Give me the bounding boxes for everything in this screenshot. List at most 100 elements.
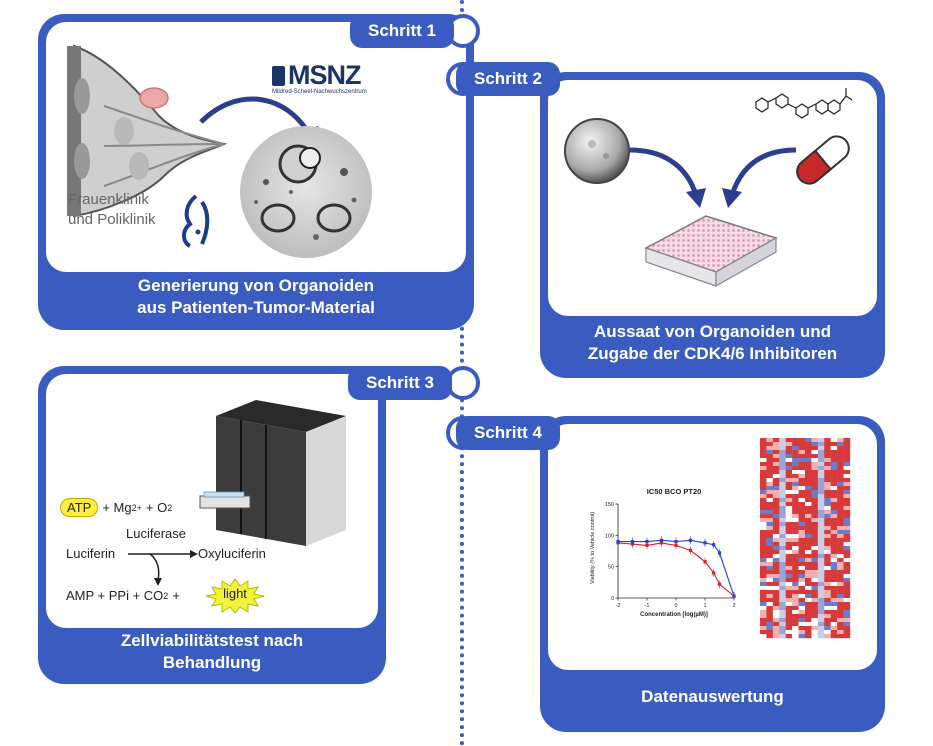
- heatmap-cell: [830, 610, 838, 615]
- heatmap-cell: [843, 594, 851, 599]
- heatmap-cell: [824, 542, 831, 547]
- heatmap-cell: [798, 594, 806, 599]
- chart-y-tick-label: 50: [608, 565, 614, 571]
- heatmap-cell: [779, 522, 786, 527]
- heatmap-cell: [843, 498, 851, 503]
- heatmap-cell: [843, 570, 851, 575]
- step2-caption-line1: Aussaat von Organoiden und: [593, 322, 832, 341]
- heatmap-cell: [766, 438, 774, 443]
- heatmap-cell: [760, 586, 767, 591]
- heatmap-cell: [811, 474, 819, 479]
- heatmap-cell: [779, 502, 786, 507]
- heatmap-cell: [772, 634, 780, 639]
- heatmap-cell: [766, 630, 774, 635]
- heatmap-cell: [792, 502, 799, 507]
- chart-x-axis-label: Concentration [log(µM)]: [640, 612, 708, 618]
- heatmap-cell: [772, 562, 780, 567]
- heatmap-cell: [824, 622, 831, 627]
- heatmap-cell: [785, 466, 793, 471]
- heatmap-cell: [805, 546, 812, 551]
- heatmap-cell: [843, 578, 851, 583]
- heatmap-cell: [805, 542, 812, 547]
- heatmap-cell: [837, 438, 844, 443]
- heatmap-cell: [811, 518, 819, 523]
- heatmap-cell: [792, 506, 799, 511]
- heatmap-cell: [824, 586, 831, 591]
- heatmap-cell: [772, 538, 780, 543]
- heatmap-cell: [837, 586, 844, 591]
- step2-panel: [548, 80, 877, 316]
- heatmap-cell: [830, 618, 838, 623]
- heatmap-cell: [830, 510, 838, 515]
- heatmap-cell: [811, 458, 819, 463]
- heatmap-cell: [811, 550, 819, 555]
- heatmap-cell: [792, 462, 799, 467]
- heatmap-cell: [798, 502, 806, 507]
- heatmap-cell: [779, 474, 786, 479]
- heatmap-cell: [779, 466, 786, 471]
- heatmap-cell: [792, 470, 799, 475]
- heatmap-cell: [785, 454, 793, 459]
- heatmap-cell: [798, 458, 806, 463]
- heatmap-cell: [830, 622, 838, 627]
- heatmap-cell: [798, 470, 806, 475]
- heatmap-cell: [830, 458, 838, 463]
- heatmap-cell: [830, 486, 838, 491]
- heatmap-cell: [779, 538, 786, 543]
- heatmap-cell: [837, 478, 844, 483]
- heatmap-cell: [830, 606, 838, 611]
- heatmap-cell: [798, 542, 806, 547]
- reaction-o2: + O: [145, 500, 168, 515]
- heatmap-cell: [830, 534, 838, 539]
- heatmap-cell: [817, 498, 825, 503]
- heatmap-cell: [792, 482, 799, 487]
- heatmap-cell: [760, 466, 767, 471]
- heatmap-cell: [792, 490, 799, 495]
- arrow-organoid-to-plate-icon: [629, 147, 706, 208]
- heatmap-cell: [824, 486, 831, 491]
- heatmap-cell: [811, 570, 819, 575]
- heatmap-cell: [766, 454, 774, 459]
- heatmap-cell: [772, 486, 780, 491]
- heatmap-cell: [772, 606, 780, 611]
- heatmap-cell: [772, 542, 780, 547]
- heatmap-cell: [805, 462, 812, 467]
- heatmap-cell: [805, 478, 812, 483]
- chart-x-tick-label: -2: [616, 603, 621, 609]
- heatmap-cell: [792, 514, 799, 519]
- heatmap-cell: [824, 458, 831, 463]
- heatmap-cell: [817, 494, 825, 499]
- heatmap-cell: [830, 526, 838, 531]
- heatmap-cell: [766, 518, 774, 523]
- heatmap-cell: [837, 502, 844, 507]
- heatmap-cell: [798, 466, 806, 471]
- heatmap-cell: [830, 450, 838, 455]
- heatmap-cell: [798, 482, 806, 487]
- heatmap-cell: [779, 566, 786, 571]
- heatmap-cell: [843, 482, 851, 487]
- heatmap-cell: [772, 454, 780, 459]
- heatmap-cell: [824, 446, 831, 451]
- step2-card: Aussaat von Organoiden und Zugabe der CD…: [540, 72, 885, 378]
- heatmap-cell: [817, 622, 825, 627]
- heatmap-cell: [824, 538, 831, 543]
- heatmap-cell: [779, 606, 786, 611]
- clinic-label: Frauenklinik und Poliklinik: [68, 190, 156, 230]
- reaction-products-line: AMP + PPi + CO 2 +: [66, 588, 180, 603]
- heatmap-cell: [830, 446, 838, 451]
- heatmap-cell: [760, 610, 767, 615]
- heatmap-cell: [779, 594, 786, 599]
- heatmap-cell: [772, 578, 780, 583]
- heatmap-cell: [792, 602, 799, 607]
- heatmap-cell: [811, 590, 819, 595]
- heatmap-cell: [760, 606, 767, 611]
- heatmap-cell: [785, 490, 793, 495]
- heatmap-cell: [798, 462, 806, 467]
- heatmap-cell: [785, 630, 793, 635]
- heatmap-cell: [792, 554, 799, 559]
- heatmap-cell: [766, 546, 774, 551]
- heatmap-cell: [805, 450, 812, 455]
- heatmap-cell: [766, 442, 774, 447]
- heatmap-cell: [760, 634, 767, 639]
- heatmap-cell: [805, 466, 812, 471]
